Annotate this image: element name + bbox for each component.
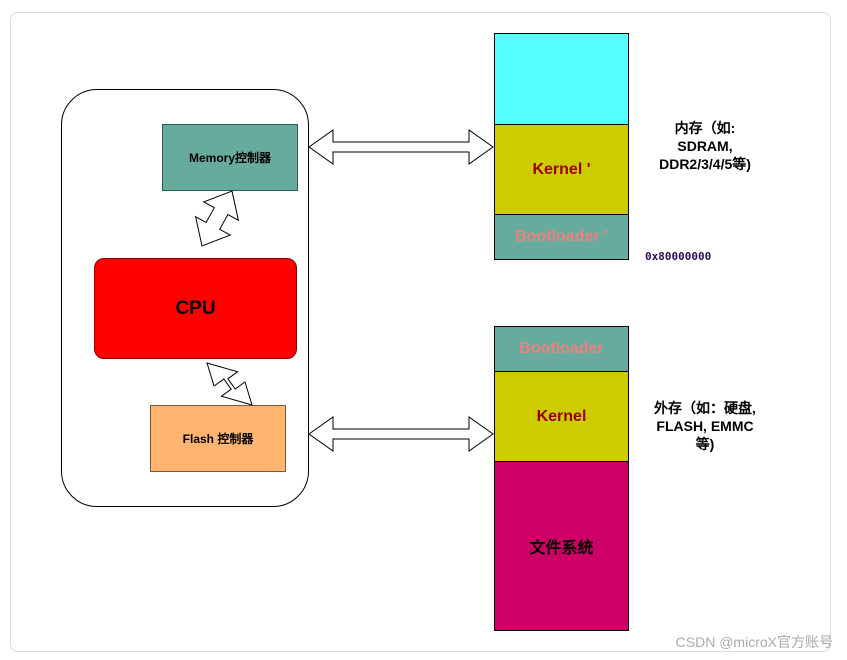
storage-kernel-region: Kernel <box>494 371 629 462</box>
storage-bus-arrow <box>308 416 494 452</box>
memory-kernel-label: Kernel ' <box>532 160 591 178</box>
cpu-label: CPU <box>175 297 216 319</box>
memory-bootloader-label: Bootloader ' <box>515 228 608 245</box>
storage-kernel-label: Kernel <box>536 407 587 425</box>
storage-description-line: 外存（如：硬盘, <box>654 400 756 416</box>
storage-description-line: 等) <box>695 436 715 452</box>
storage-filesystem-region: 文件系统 <box>494 461 629 631</box>
cpu-box: CPU <box>94 258 297 359</box>
flash-controller-box: Flash 控制器 <box>150 405 286 472</box>
cpu-memory-arrow <box>194 190 240 247</box>
memory-kernel-region: Kernel ' <box>494 124 629 215</box>
storage-bootloader-label: Bootloader <box>519 340 604 357</box>
memory-base-address: 0x80000000 <box>645 250 712 263</box>
cpu-flash-arrow <box>206 362 253 406</box>
storage-description: 外存（如：硬盘, FLASH, EMMC 等) <box>630 399 780 453</box>
memory-description-line: SDRAM, <box>677 138 733 154</box>
flash-controller-label: Flash 控制器 <box>182 432 254 446</box>
memory-description-line: 内存（如: <box>674 120 736 136</box>
watermark: CSDN @microX官方账号 <box>675 634 833 650</box>
memory-bus-arrow <box>308 129 494 165</box>
storage-filesystem-label: 文件系统 <box>529 540 594 557</box>
memory-description-line: DDR2/3/4/5等) <box>659 156 751 172</box>
storage-description-line: FLASH, EMMC <box>656 418 754 434</box>
memory-bootloader-region: Bootloader ' <box>494 214 629 260</box>
memory-controller-label: Memory控制器 <box>188 151 271 165</box>
memory-description: 内存（如: SDRAM, DDR2/3/4/5等) <box>640 119 770 173</box>
memory-controller-box: Memory控制器 <box>162 124 298 191</box>
storage-bootloader-region: Bootloader <box>494 326 629 372</box>
